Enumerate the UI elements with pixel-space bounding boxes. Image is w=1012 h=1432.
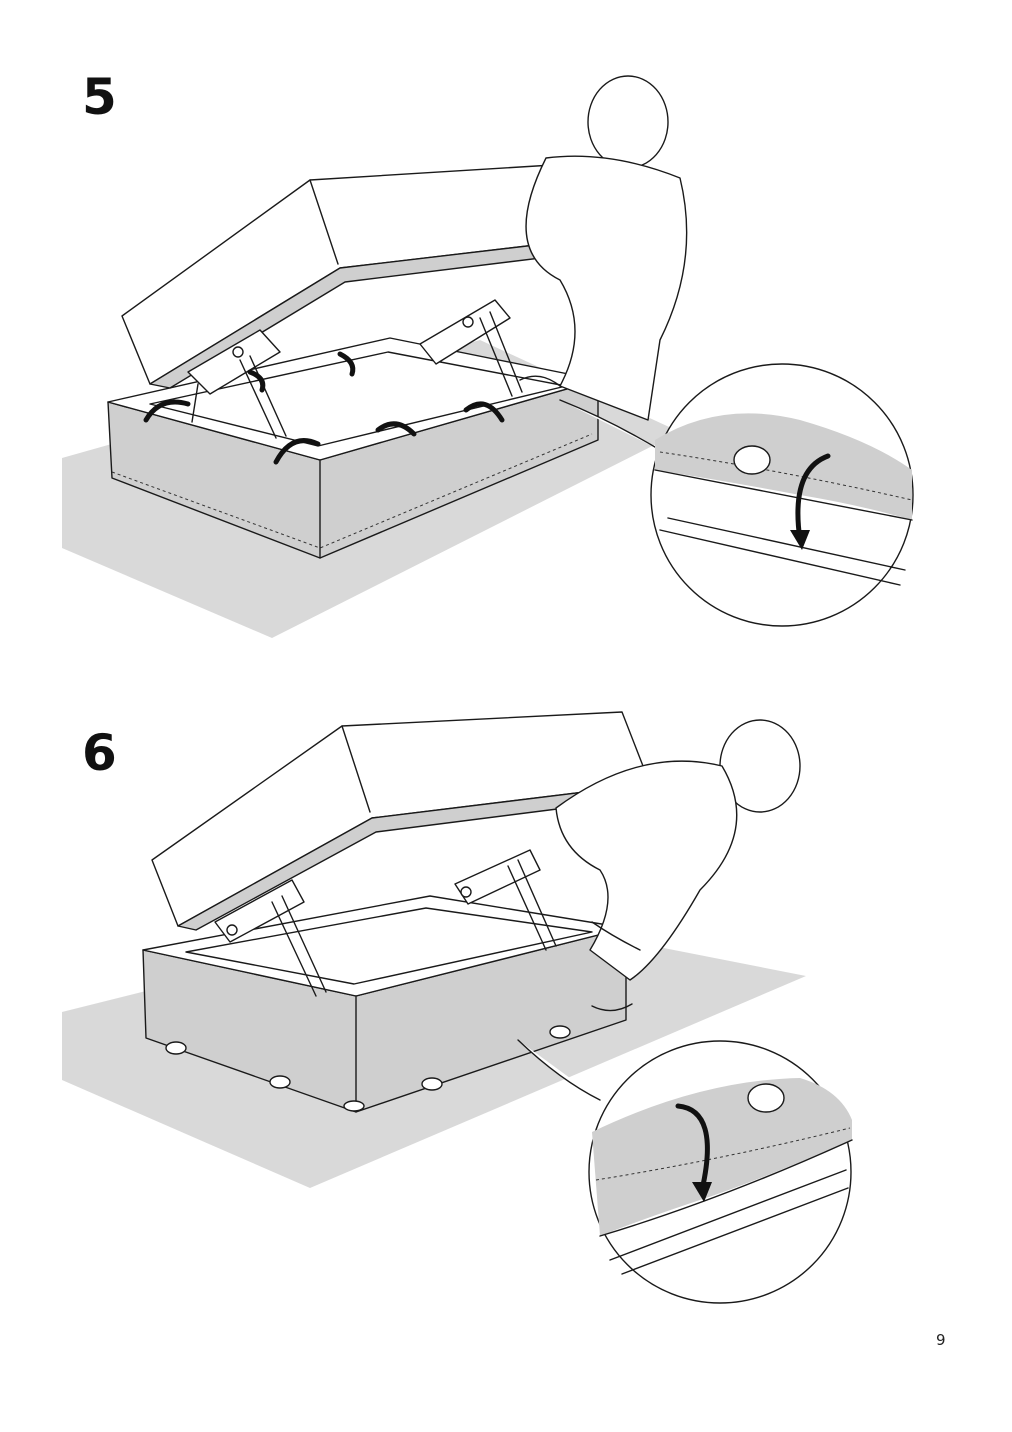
page-number: 9 [936, 1331, 946, 1349]
step-6-number: 6 [82, 724, 117, 782]
sofa-base [142, 895, 627, 1113]
lift-hinges [214, 849, 557, 997]
detail-zoom-circle [517, 1039, 853, 1304]
curved-arrow-icon [143, 351, 505, 465]
person-figure [555, 719, 801, 1012]
step-5-illustration [62, 75, 914, 638]
detail-zoom-circle [559, 363, 914, 627]
person-figure [519, 75, 688, 421]
sofa-base [107, 337, 599, 559]
step-6-illustration [62, 711, 853, 1304]
lift-hinges [187, 299, 523, 439]
step-5-number: 5 [82, 68, 117, 126]
